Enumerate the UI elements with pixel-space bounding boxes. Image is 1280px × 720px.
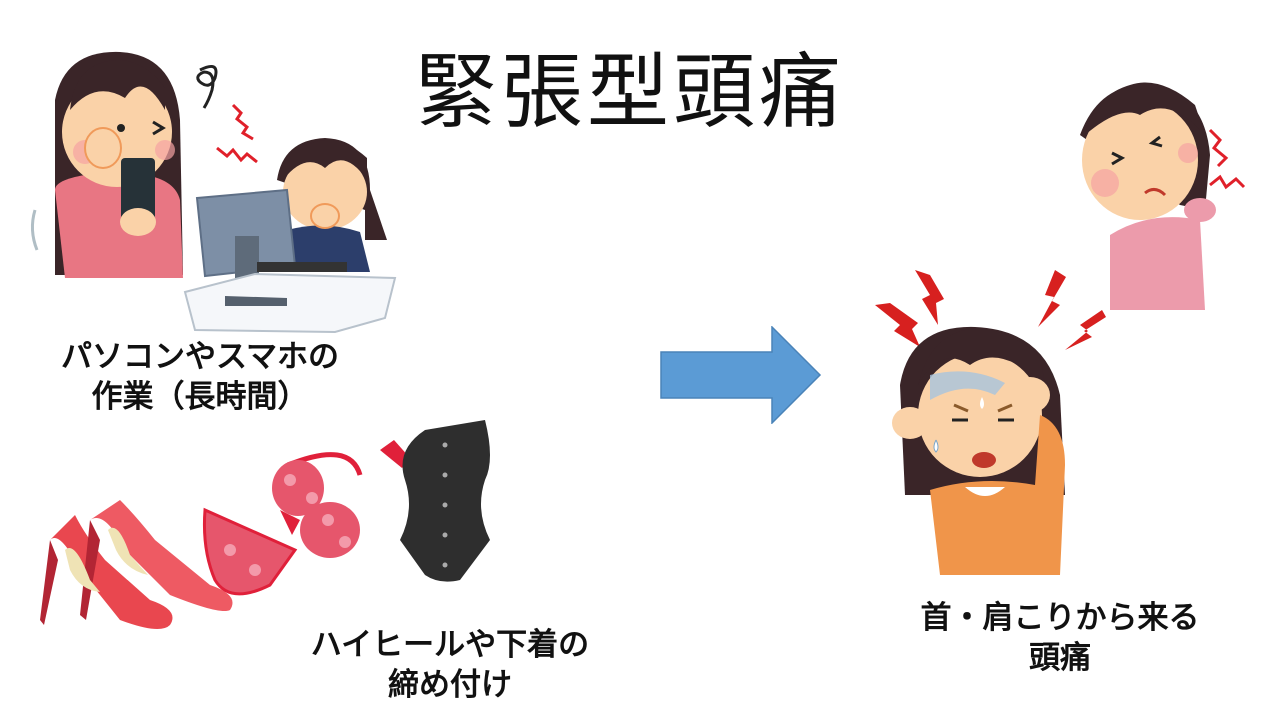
result-caption-line1: 首・肩こりから来る: [920, 600, 1200, 636]
result-caption: 首・肩こりから来る 頭痛: [880, 598, 1240, 678]
cause-caption-tight-clothing: ハイヒールや下着の 締め付け: [270, 625, 630, 705]
cause-caption-line2: 締め付け: [388, 667, 512, 703]
headache-illustration: [870, 265, 1115, 580]
result-caption-line2: 頭痛: [1029, 640, 1091, 676]
stiff-shoulder-illustration: [1040, 75, 1270, 310]
screen-work-icon: [30, 51, 397, 334]
panties-icon: [202, 507, 298, 596]
arrow-right-icon: [660, 326, 822, 424]
corset-icon: [400, 420, 490, 582]
cause-caption-line1: パソコンやスマホの: [60, 339, 340, 375]
high-heels-icon: [40, 500, 233, 629]
slide-title: 緊張型頭痛: [414, 45, 845, 140]
right-arrow: [660, 326, 822, 424]
cause-caption-line2: 作業（長時間）: [91, 379, 309, 415]
headache-icon: [875, 270, 1106, 575]
cause-caption-screen-work: パソコンやスマホの 作業（長時間）: [25, 337, 375, 417]
stiff-shoulder-icon: [1080, 82, 1246, 310]
cause-caption-line1: ハイヒールや下着の: [310, 627, 590, 663]
clothing-icon: [40, 420, 490, 629]
bra-icon: [272, 440, 410, 558]
tight-clothing-illustration: [30, 420, 500, 650]
screen-work-illustration: [25, 40, 405, 340]
